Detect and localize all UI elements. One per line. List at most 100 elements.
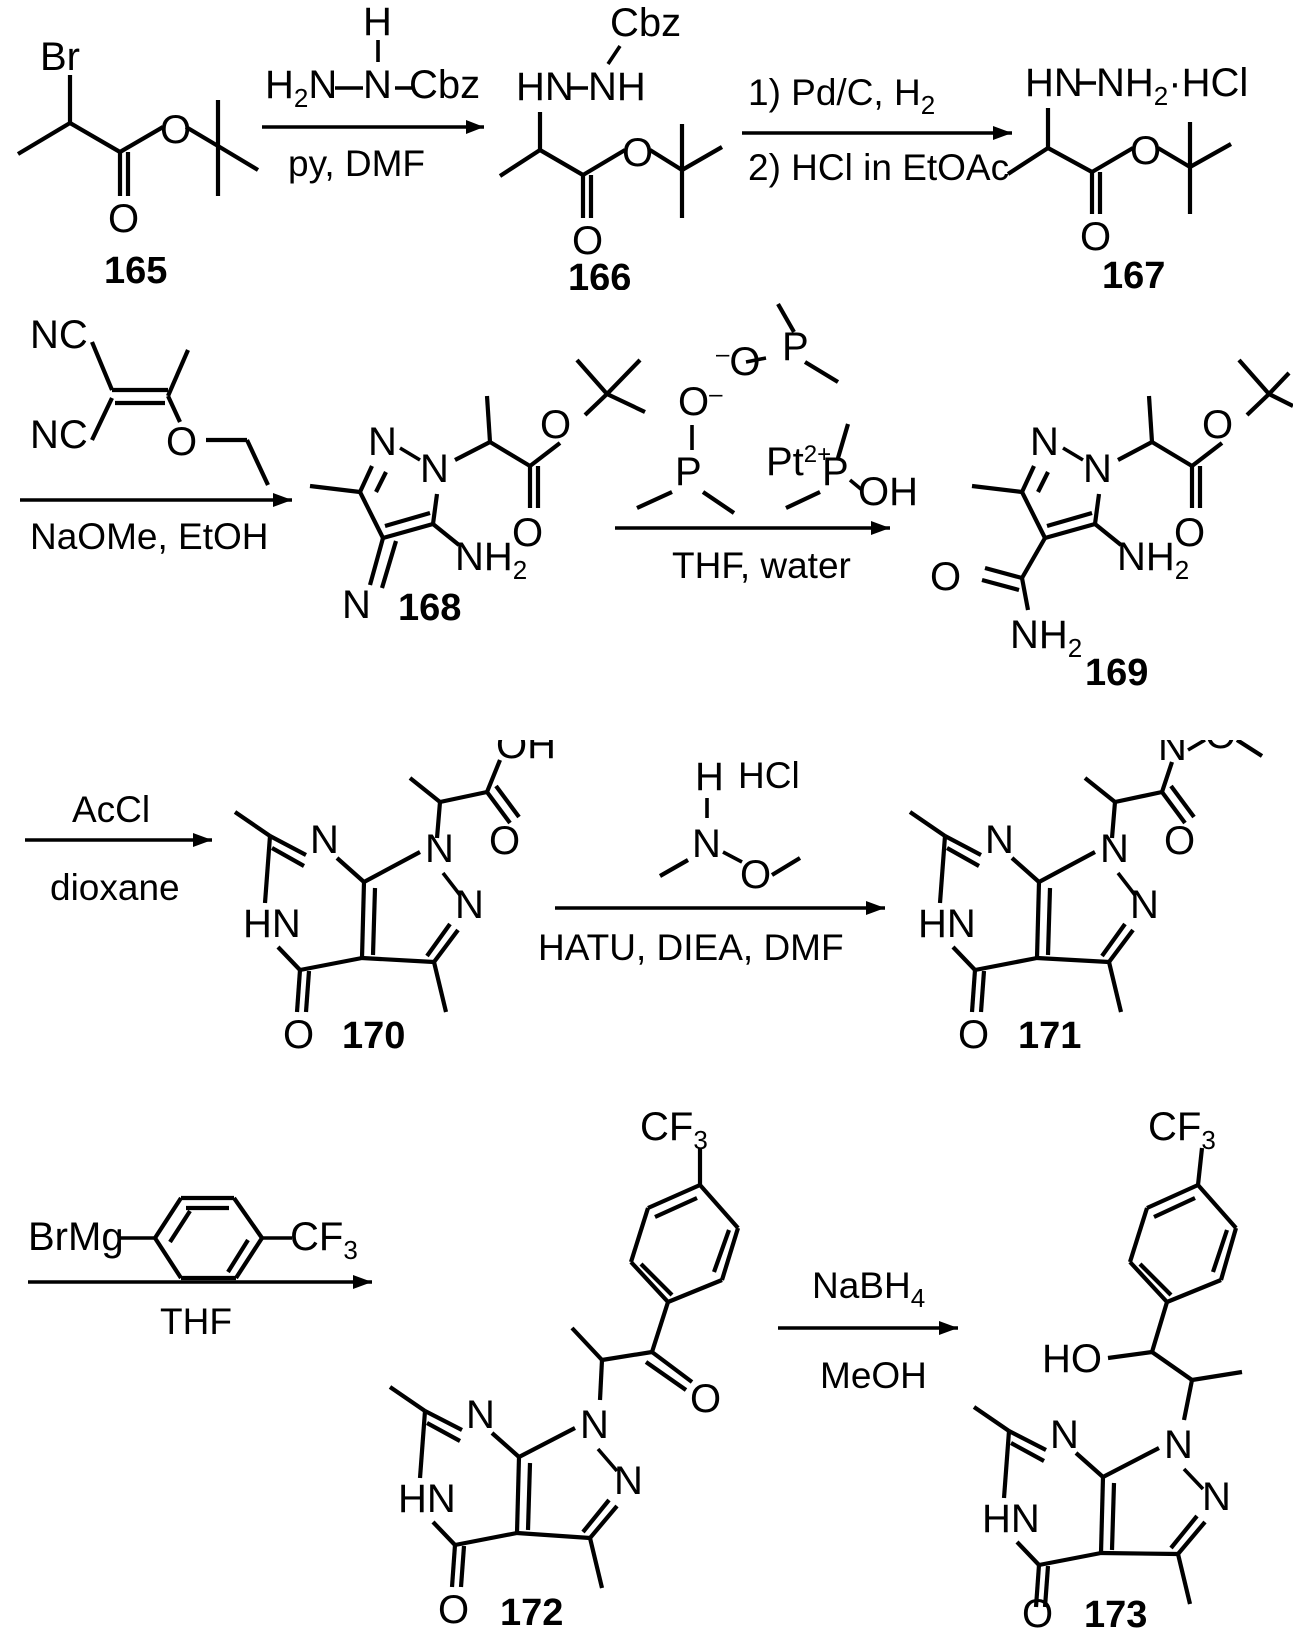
atom-label-o-ketone-170: O (283, 1013, 314, 1057)
compound-number-166: 166 (568, 257, 631, 290)
reaction-row-3: AcCl dioxane N HN O N N O OH (25, 740, 1264, 1057)
atom-label-br-165: Br (40, 35, 80, 79)
structure-165: Br O O 165 (16, 35, 260, 290)
atom-label-nh-166: NH (588, 65, 646, 109)
atom-label-o-ester-169: O (1202, 403, 1233, 447)
conditions-accl: AcCl (72, 789, 150, 830)
reagent-weinreb-amine: H HCl N O (658, 755, 802, 897)
atom-label-hn-173: HN (982, 1497, 1040, 1541)
atom-label-n-carbazate: N (363, 63, 392, 107)
atom-label-nh2-amide-169: NH2 (1010, 613, 1082, 663)
atom-label-p-left: P (675, 450, 702, 494)
atom-label-o-ester-168: O (540, 403, 571, 447)
atom-label-o-amide-169: O (930, 555, 961, 599)
atom-label-o-methoxy-171: O (1205, 740, 1236, 757)
atom-label-o-carbonyl-169: O (1174, 511, 1205, 555)
atom-label-o-ethoxy: O (166, 420, 197, 464)
reagent-benzyl-carbazate: H2N N H Cbz (265, 0, 480, 113)
atom-label-cbz-carbazate: Cbz (409, 63, 480, 107)
atom-label-n1-168: N (420, 447, 449, 491)
atom-label-oh-acid-170: OH (496, 740, 556, 767)
reaction-arrow-8: NaBH4 MeOH (778, 1265, 958, 1396)
atom-label-nc-bottom: NC (30, 413, 88, 457)
atom-label-n1-169: N (1083, 447, 1112, 491)
atom-label-o-carbonyl-165: O (108, 197, 139, 241)
structure-172: CF3 O N N N HN (388, 1105, 741, 1630)
conditions-py-dmf: py, DMF (288, 143, 425, 184)
atom-label-o-amide-171: O (1164, 819, 1195, 863)
conditions-hcl-etoac: 2) HCl in EtOAc (748, 147, 1009, 188)
atom-label-o-acid-170: O (489, 819, 520, 863)
atom-label-o-carbonyl-168: O (512, 511, 543, 555)
compound-number-169: 169 (1085, 652, 1148, 694)
atom-label-h-carbazate: H (363, 0, 392, 44)
atom-label-nh2-hcl-167: NH2·HCl (1096, 61, 1248, 111)
structure-169: N N O NH2 NH2 O O 169 (930, 358, 1293, 694)
atom-label-o-carbonyl-166: O (572, 219, 603, 263)
atom-label-h2n: H2N (265, 63, 337, 113)
atom-label-o-ketone-171: O (958, 1013, 989, 1057)
atom-label-cf3-172: CF3 (640, 1105, 708, 1155)
atom-label-o-carbonyl-167: O (1080, 215, 1111, 259)
structure-173: CF3 HO N N N HN (972, 1105, 1243, 1630)
reagent-grignard-cf3-phenyl: BrMg CF3 (28, 1195, 358, 1281)
atom-label-n1-173: N (1164, 1423, 1193, 1467)
conditions-meoh: MeOH (820, 1355, 927, 1396)
atom-label-ho-173: HO (1042, 1337, 1102, 1381)
structure-171: N HN O N N O N O 171 (908, 740, 1264, 1057)
atom-label-o-minus-top: –O (716, 340, 760, 384)
atom-label-cf3-173: CF3 (1148, 1105, 1216, 1155)
atom-label-n-pym-171: N (985, 818, 1014, 862)
conditions-pd-c-h2: 1) Pd/C, H2 (748, 72, 935, 120)
atom-label-hn-171: HN (918, 902, 976, 946)
compound-number-171: 171 (1018, 1015, 1081, 1057)
atom-label-n-weinreb-171: N (1158, 740, 1187, 769)
atom-label-n2-171: N (1130, 883, 1159, 927)
atom-label-o-ester-165: O (160, 108, 191, 152)
atom-label-n-pym-172: N (466, 1393, 495, 1437)
atom-label-brmg: BrMg (28, 1215, 124, 1259)
conditions-thf: THF (160, 1301, 232, 1342)
label-hcl-weinreb: HCl (738, 755, 800, 796)
atom-label-o-minus-left: O– (678, 380, 723, 424)
atom-label-o-ketone-172: O (438, 1588, 469, 1630)
compound-number-173: 173 (1084, 1594, 1147, 1630)
conditions-naome-etoh: NaOMe, EtOH (30, 516, 269, 557)
atom-label-o-weinreb: O (740, 853, 771, 897)
compound-number-165: 165 (104, 250, 167, 290)
compound-number-170: 170 (342, 1015, 405, 1057)
compound-number-168: 168 (398, 587, 461, 629)
conditions-thf-water: THF, water (672, 545, 851, 586)
atom-label-cf3-grignard: CF3 (290, 1215, 358, 1265)
reaction-arrow-6: HATU, DIEA, DMF (538, 901, 885, 968)
atom-label-h-weinreb: H (695, 755, 724, 799)
reaction-arrow-3: NaOMe, EtOH (20, 493, 292, 557)
atom-label-p-right: P (822, 450, 849, 494)
atom-label-n2-170: N (455, 883, 484, 927)
atom-label-n2-173: N (1202, 1475, 1231, 1519)
reaction-arrow-2: 1) Pd/C, H2 2) HCl in EtOAc (742, 72, 1012, 188)
conditions-nabh4: NaBH4 (812, 1265, 925, 1313)
atom-label-n1-170: N (425, 827, 454, 871)
compound-number-172: 172 (500, 1592, 563, 1630)
atom-label-nh2-169: NH2 (1117, 535, 1189, 585)
atom-label-cbz-166: Cbz (610, 1, 681, 45)
conditions-hatu-diea-dmf: HATU, DIEA, DMF (538, 927, 844, 968)
atom-label-hn-172: HN (398, 1477, 456, 1521)
reaction-row-1: Br O O 165 H2N N H Cbz py, DMF Cbz HN NH (16, 0, 1248, 290)
atom-label-n-pym-170: N (310, 818, 339, 862)
atom-label-nc-top: NC (30, 313, 88, 357)
atom-label-n2-172: N (614, 1459, 643, 1503)
reaction-row-4: BrMg CF3 THF CF3 O (28, 1105, 1243, 1630)
structure-170: N HN O N N O OH 170 (233, 740, 556, 1057)
structure-166: Cbz HN NH O O 166 (498, 1, 724, 290)
atom-label-n1-172: N (580, 1403, 609, 1447)
atom-label-n1-171: N (1100, 827, 1129, 871)
reagent-ethoxy-malononitrile: NC NC O (30, 313, 270, 486)
atom-label-hn-170: HN (243, 902, 301, 946)
atom-label-nh2-168: NH2 (455, 535, 527, 585)
atom-label-o-ester-167: O (1130, 129, 1161, 173)
atom-label-n2-169: N (1030, 420, 1059, 464)
atom-label-hn-166: HN (516, 65, 574, 109)
atom-label-o-ketone-chain-172: O (690, 1377, 721, 1421)
